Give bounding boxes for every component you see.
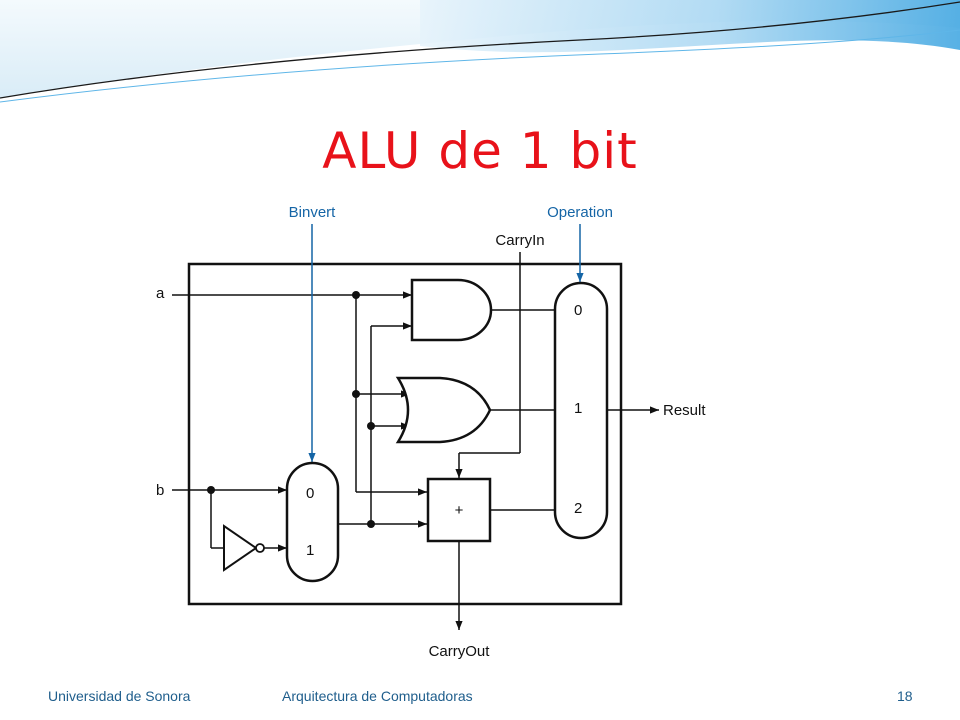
binvert-mux-input-0: 0 xyxy=(306,485,314,502)
input-a-label: a xyxy=(156,285,165,302)
adder-symbol: + xyxy=(455,502,464,519)
result-mux-input-0: 0 xyxy=(574,302,582,319)
inverter-gate xyxy=(223,524,258,572)
result-mux-input-2: 2 xyxy=(574,500,582,517)
full-adder xyxy=(426,477,492,543)
operation-label: Operation xyxy=(547,204,613,221)
footer-course: Arquitectura de Computadoras xyxy=(282,688,473,704)
slide-title: ALU de 1 bit xyxy=(322,122,638,180)
binvert-label: Binvert xyxy=(289,204,337,221)
junction-dot xyxy=(352,291,360,299)
binvert-mux-input-1: 1 xyxy=(306,542,314,559)
result-mux xyxy=(553,281,609,540)
alu-boundary-box xyxy=(187,262,623,606)
junction-dot xyxy=(367,422,375,430)
junction-dot xyxy=(352,390,360,398)
junction-dot xyxy=(367,520,375,528)
input-b-label: b xyxy=(156,482,164,499)
carry-out-label: CarryOut xyxy=(429,643,491,660)
page-number: 18 xyxy=(897,688,913,704)
and-gate xyxy=(410,278,493,342)
result-mux-input-1: 1 xyxy=(574,400,582,417)
inverter-bubble xyxy=(255,543,265,553)
junction-dot xyxy=(207,486,215,494)
control-wires xyxy=(308,224,584,462)
header-wave-decoration xyxy=(0,0,960,103)
or-gate xyxy=(395,376,492,444)
binvert-mux xyxy=(285,461,340,583)
carry-in-label: CarryIn xyxy=(495,232,544,249)
footer-institution: Universidad de Sonora xyxy=(48,688,191,704)
result-label: Result xyxy=(663,402,706,419)
